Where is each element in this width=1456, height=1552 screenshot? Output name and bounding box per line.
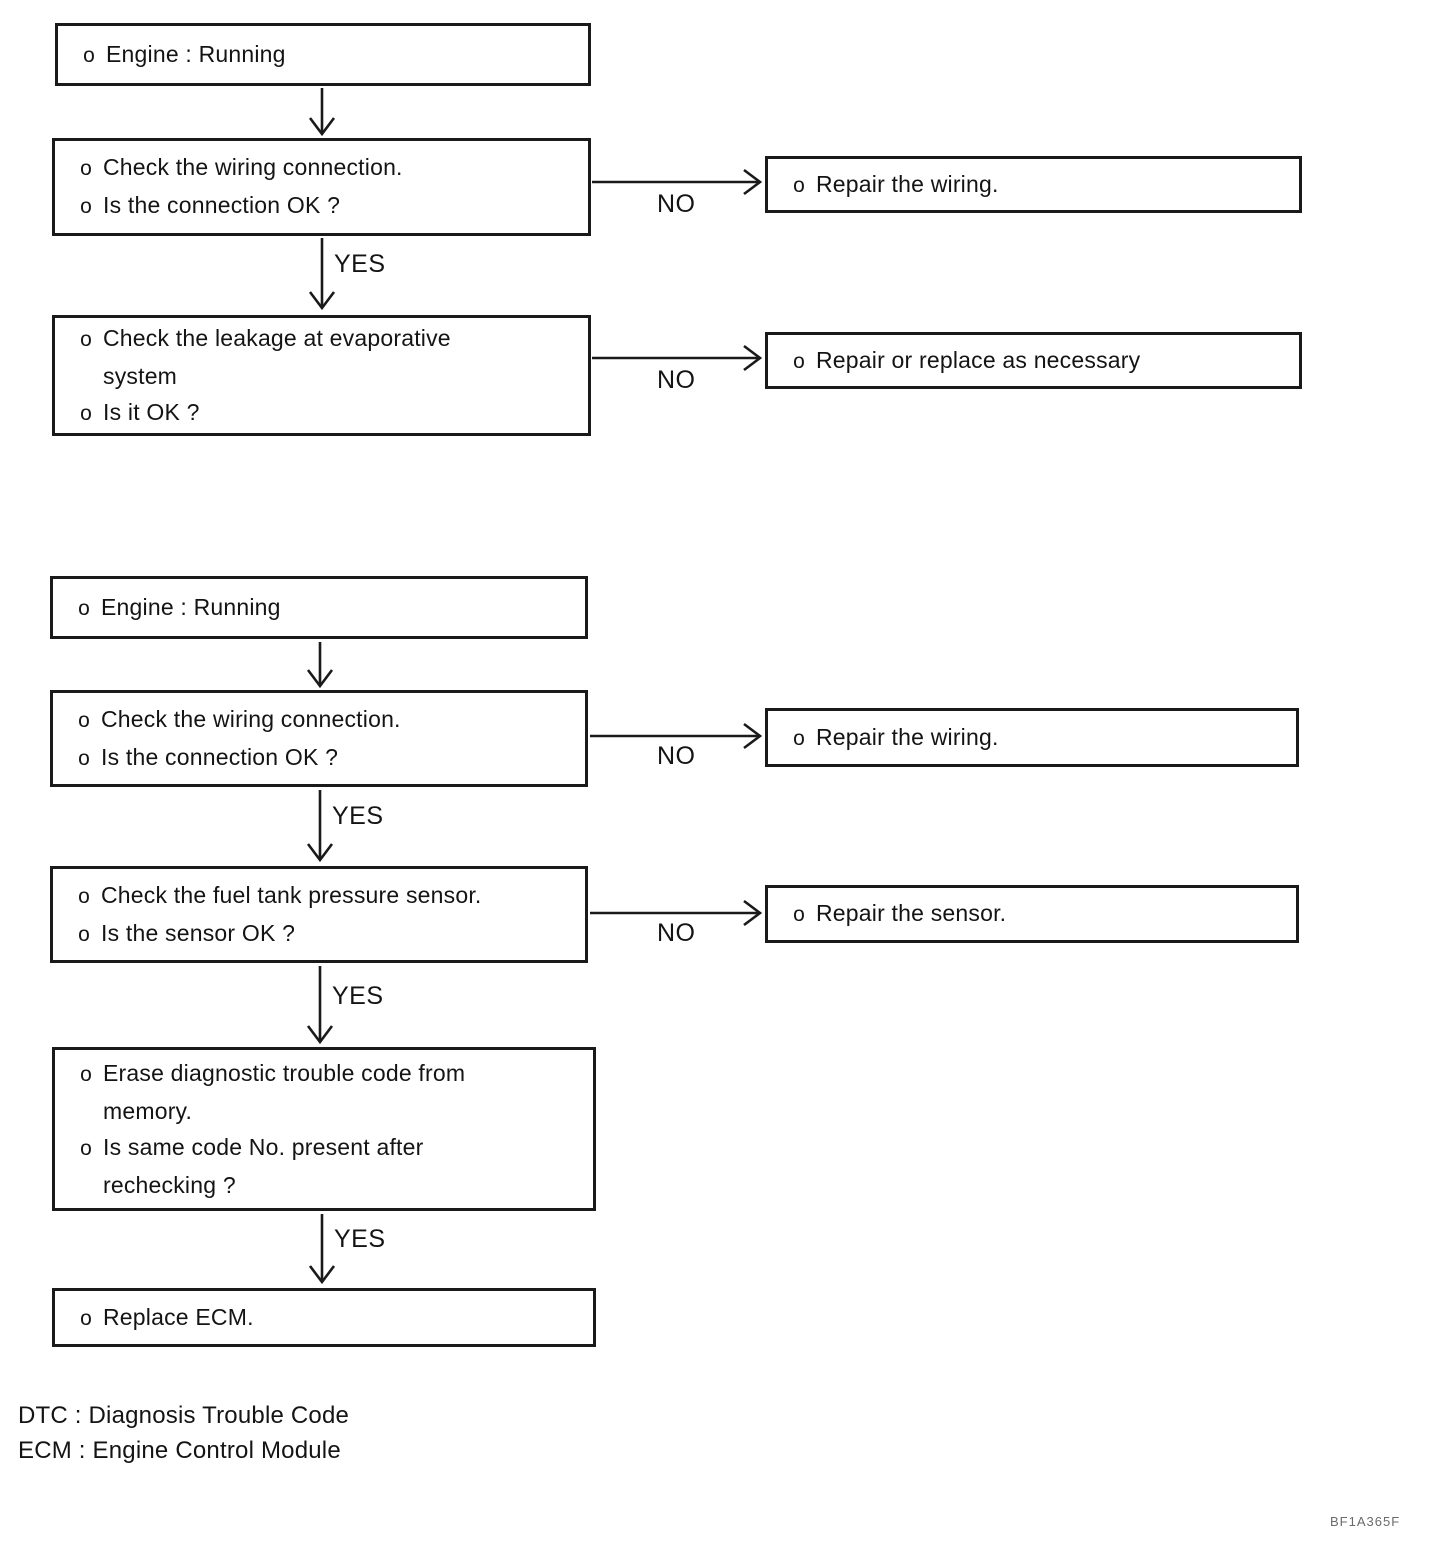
step-line-continuation: system xyxy=(69,358,574,394)
step-text: Check the wiring connection. xyxy=(103,154,403,180)
step-text: Is the sensor OK ? xyxy=(101,919,296,946)
arrow-c1-yes-to-leakage xyxy=(308,238,336,311)
step-box-engine-running-1: o Engine : Running xyxy=(55,23,591,86)
action-box-repair-sensor: o Repair the sensor. xyxy=(765,885,1299,943)
step-box-engine-running-2: o Engine : Running xyxy=(50,576,588,639)
step-box-replace-ecm: o Replace ECM. xyxy=(52,1288,596,1347)
arrow-c1-start-to-checkwiring xyxy=(308,88,336,137)
bullet-marker: o xyxy=(78,596,90,620)
step-line-continuation: memory. xyxy=(69,1093,579,1129)
step-text: Check the leakage at evaporative xyxy=(103,324,451,351)
branch-label-yes: YES xyxy=(332,802,384,830)
step-box-check-fuel-tank-pressure-sensor: o Check the fuel tank pressure sensor. o… xyxy=(50,866,588,963)
branch-label-no: NO xyxy=(657,742,696,770)
step-line: o Check the leakage at evaporative xyxy=(69,320,574,358)
step-box-check-wiring-2: o Check the wiring connection. o Is the … xyxy=(50,690,588,787)
abbreviation-legend: DTC : Diagnosis Trouble Code ECM : Engin… xyxy=(18,1398,349,1468)
step-text: memory. xyxy=(103,1098,193,1124)
bullet-marker: o xyxy=(80,195,92,218)
branch-label-yes: YES xyxy=(332,982,384,1010)
step-line: o Engine : Running xyxy=(67,589,571,627)
arrow-c2-yes-to-erase xyxy=(306,966,334,1045)
action-box-repair-or-replace: o Repair or replace as necessary xyxy=(765,332,1302,389)
step-box-erase-dtc: o Erase diagnostic trouble code from mem… xyxy=(52,1047,596,1211)
arrow-c2-yes-to-sensor xyxy=(306,790,334,863)
step-line: o Is the sensor OK ? xyxy=(67,915,571,953)
step-line: o Repair or replace as necessary xyxy=(782,342,1285,380)
step-line: o Check the wiring connection. xyxy=(69,149,574,187)
step-box-check-wiring-1: o Check the wiring connection. o Is the … xyxy=(52,138,591,236)
bullet-marker: o xyxy=(80,1063,92,1086)
branch-label-no: NO xyxy=(657,919,696,947)
branch-label-no: NO xyxy=(657,366,696,394)
step-text: Engine : Running xyxy=(106,40,286,67)
legend-line-dtc: DTC : Diagnosis Trouble Code xyxy=(18,1402,350,1429)
arrow-c2-yes-to-replace-ecm xyxy=(308,1214,336,1285)
step-line: o Repair the wiring. xyxy=(782,719,1282,757)
bullet-marker: o xyxy=(80,1306,92,1330)
legend-line-ecm: ECM : Engine Control Module xyxy=(18,1437,341,1464)
bullet-marker: o xyxy=(80,157,92,180)
action-box-repair-wiring-2: o Repair the wiring. xyxy=(765,708,1299,767)
step-text: Repair the wiring. xyxy=(816,170,999,197)
branch-label-yes: YES xyxy=(334,1225,386,1253)
bullet-marker: o xyxy=(78,708,90,732)
arrow-c2-start-to-checkwiring xyxy=(306,642,334,689)
branch-label-yes: YES xyxy=(334,250,386,278)
bullet-marker: o xyxy=(793,173,805,197)
step-text: rechecking ? xyxy=(103,1172,236,1198)
step-text: Is the connection OK ? xyxy=(103,192,341,218)
step-line: o Repair the sensor. xyxy=(782,895,1282,933)
bullet-marker: o xyxy=(80,327,92,351)
bullet-marker: o xyxy=(80,401,92,425)
step-text: Engine : Running xyxy=(101,593,281,620)
step-line: o Engine : Running xyxy=(72,36,574,74)
step-line: o Is same code No. present after xyxy=(69,1129,579,1167)
figure-code: BF1A365F xyxy=(1330,1514,1401,1529)
step-text: system xyxy=(103,362,178,389)
step-text: Repair the sensor. xyxy=(816,900,1007,926)
step-text: Is the connection OK ? xyxy=(101,743,339,770)
step-line: o Erase diagnostic trouble code from xyxy=(69,1055,579,1093)
step-text: Repair the wiring. xyxy=(816,723,999,750)
bullet-marker: o xyxy=(793,903,805,926)
step-line: o Replace ECM. xyxy=(69,1299,579,1337)
step-line: o Is the connection OK ? xyxy=(67,739,571,777)
bullet-marker: o xyxy=(793,349,805,373)
step-text: Replace ECM. xyxy=(103,1303,254,1330)
step-text: Repair or replace as necessary xyxy=(816,346,1141,373)
bullet-marker: o xyxy=(80,1137,92,1160)
step-text: Is same code No. present after xyxy=(103,1134,424,1160)
bullet-marker: o xyxy=(78,922,90,946)
step-text: Check the fuel tank pressure sensor. xyxy=(101,881,482,908)
action-box-repair-wiring-1: o Repair the wiring. xyxy=(765,156,1302,213)
step-text: Erase diagnostic trouble code from xyxy=(103,1060,466,1086)
bullet-marker: o xyxy=(793,726,805,750)
bullet-marker: o xyxy=(78,884,90,908)
step-line: o Check the wiring connection. xyxy=(67,701,571,739)
step-line: o Is it OK ? xyxy=(69,394,574,432)
step-text: Is it OK ? xyxy=(103,398,200,425)
step-line-continuation: rechecking ? xyxy=(69,1167,579,1203)
step-line: o Repair the wiring. xyxy=(782,166,1285,204)
step-box-check-leakage: o Check the leakage at evaporative syste… xyxy=(52,315,591,436)
step-line: o Is the connection OK ? xyxy=(69,187,574,225)
branch-label-no: NO xyxy=(657,190,696,218)
step-line: o Check the fuel tank pressure sensor. xyxy=(67,877,571,915)
step-text: Check the wiring connection. xyxy=(101,705,401,732)
bullet-marker: o xyxy=(83,43,95,67)
bullet-marker: o xyxy=(78,746,90,770)
